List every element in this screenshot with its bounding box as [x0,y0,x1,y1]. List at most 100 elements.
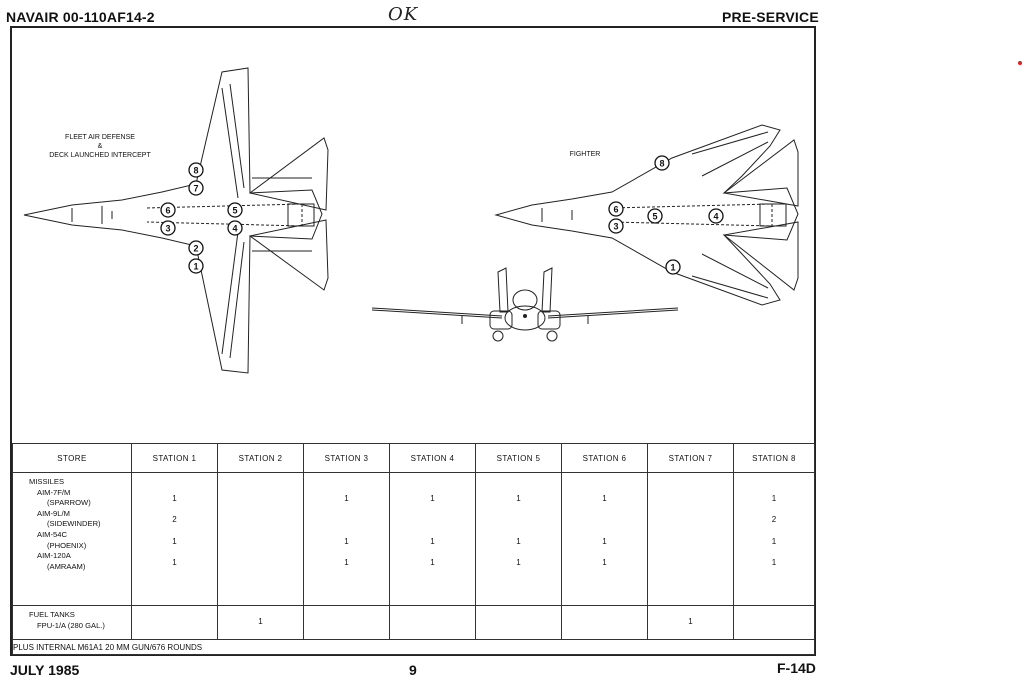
station-marker-right-8: 8 [654,155,670,171]
svg-text:1: 1 [193,262,198,272]
station-5-amraam: 1 [516,557,521,567]
station-6-missiles: 1 1 1 [561,472,648,606]
store-line: (AMRAAM) [47,561,86,571]
station-3-fuel [303,605,390,640]
svg-text:5: 5 [652,212,657,222]
station-8-sidewinder: 2 [771,515,777,525]
doc-number: NAVAIR 00-110AF14-2 [6,9,155,25]
svg-text:4: 4 [713,212,718,222]
station-6-sparrow: 1 [602,494,607,504]
column-header: STATION 7 [647,443,734,473]
station-7-missiles [647,472,734,606]
svg-text:7: 7 [193,184,198,194]
station-marker-left-6: 6 [160,202,176,218]
station-7-fuel-value: 1 [688,616,693,626]
station-4-fuel [389,605,476,640]
right-caption: FIGHTER [570,151,601,158]
red-mark [1018,61,1022,65]
svg-text:3: 3 [165,224,170,234]
station-marker-right-5: 5 [647,208,663,224]
column-header: STATION 3 [303,443,390,473]
left-caption-line-2: & [98,143,103,150]
store-line: (SIDEWINDER) [47,519,101,529]
station-3-phoenix: 1 [344,536,349,546]
column-header: STORE [12,443,132,473]
station-5-sparrow: 1 [516,494,521,504]
column-header: STATION 8 [733,443,815,473]
svg-text:1: 1 [670,263,675,273]
table-row-missiles: MISSILES AIM-7F/M (SPARROW) AIM-9L/M (SI… [12,472,815,606]
station-3-amraam: 1 [344,557,349,567]
column-header: STATION 4 [389,443,476,473]
station-1-sidewinder: 2 [172,515,177,525]
station-5-fuel [475,605,562,640]
station-1-amraam: 1 [172,557,177,567]
store-line: FUEL TANKS [29,610,75,619]
station-1-phoenix: 1 [172,536,177,546]
station-1-fuel [131,605,218,640]
station-1-missiles: 1 2 1 1 [131,472,218,606]
station-4-sparrow: 1 [430,494,435,504]
store-line: AIM-7F/M [37,487,71,497]
svg-text:8: 8 [659,159,664,169]
station-marker-left-2: 2 [188,240,204,256]
gun-footnote: PLUS INTERNAL M61A1 20 MM GUN/676 ROUNDS [12,639,815,655]
svg-text:5: 5 [232,206,237,216]
station-marker-left-7: 7 [188,180,204,196]
publication-date: JULY 1985 [10,662,80,678]
station-6-phoenix: 1 [602,536,607,546]
store-line: (PHOENIX) [47,540,87,550]
store-line: MISSILES [29,477,65,486]
table-row-fuel-tanks: FUEL TANKS FPU-1/A (280 GAL.) 1 1 [12,605,815,640]
store-line: AIM-54C [37,529,67,539]
station-5-missiles: 1 1 1 [475,472,562,606]
svg-text:8: 8 [193,166,198,176]
svg-text:3: 3 [613,222,618,232]
table-footnote-row: PLUS INTERNAL M61A1 20 MM GUN/676 ROUNDS [12,639,815,655]
station-3-sparrow: 1 [344,494,349,504]
station-marker-left-8: 8 [188,162,204,178]
missiles-store-names: MISSILES AIM-7F/M (SPARROW) AIM-9L/M (SI… [12,472,132,606]
station-4-amraam: 1 [430,557,435,567]
station-marker-right-1: 1 [665,259,681,275]
svg-text:4: 4 [232,224,237,234]
f14-planform-wings-extended [23,67,329,374]
page-frame [10,26,816,656]
station-6-amraam: 1 [602,557,607,567]
station-2-missiles [217,472,304,606]
station-marker-left-3: 3 [160,220,176,236]
station-5-phoenix: 1 [516,536,521,546]
aircraft-drawings: FLEET AIR DEFENSE & DECK LAUNCHED INTERC… [23,67,799,374]
f14-planform-wings-swept [494,124,799,306]
store-line: (SPARROW) [47,498,91,508]
station-7-fuel: 1 [647,605,734,640]
left-caption-line-3: DECK LAUNCHED INTERCEPT [49,152,151,159]
left-caption-line-1: FLEET AIR DEFENSE [65,134,135,141]
station-4-missiles: 1 1 1 [389,472,476,606]
column-header: STATION 1 [131,443,218,473]
station-marker-right-4: 4 [708,208,724,224]
aircraft-designation: F-14D [777,660,816,676]
station-6-fuel [561,605,648,640]
station-marker-right-3: 3 [608,218,624,234]
station-marker-left-1: 1 [188,258,204,274]
handwritten-annotation: OK [388,4,419,25]
f14-front-view [371,267,679,342]
page-number: 9 [409,662,417,678]
column-header: STATION 2 [217,443,304,473]
station-4-phoenix: 1 [430,536,435,546]
store-line: AIM-9L/M [37,508,70,518]
station-8-amraam: 1 [771,557,777,567]
svg-text:6: 6 [165,206,170,216]
section-title: PRE-SERVICE [722,9,819,25]
fuel-store-names: FUEL TANKS FPU-1/A (280 GAL.) [12,605,132,640]
store-line: AIM-120A [37,551,71,561]
column-header: STATION 6 [561,443,648,473]
station-8-fuel [733,605,815,640]
station-loadout-table: STORE STATION 1 STATION 2 STATION 3 STAT… [12,443,815,655]
station-marker-right-6: 6 [608,201,624,217]
station-3-missiles: 1 1 1 [303,472,390,606]
svg-text:2: 2 [193,244,198,254]
station-8-phoenix: 1 [771,536,777,546]
station-marker-left-4: 4 [227,220,243,236]
